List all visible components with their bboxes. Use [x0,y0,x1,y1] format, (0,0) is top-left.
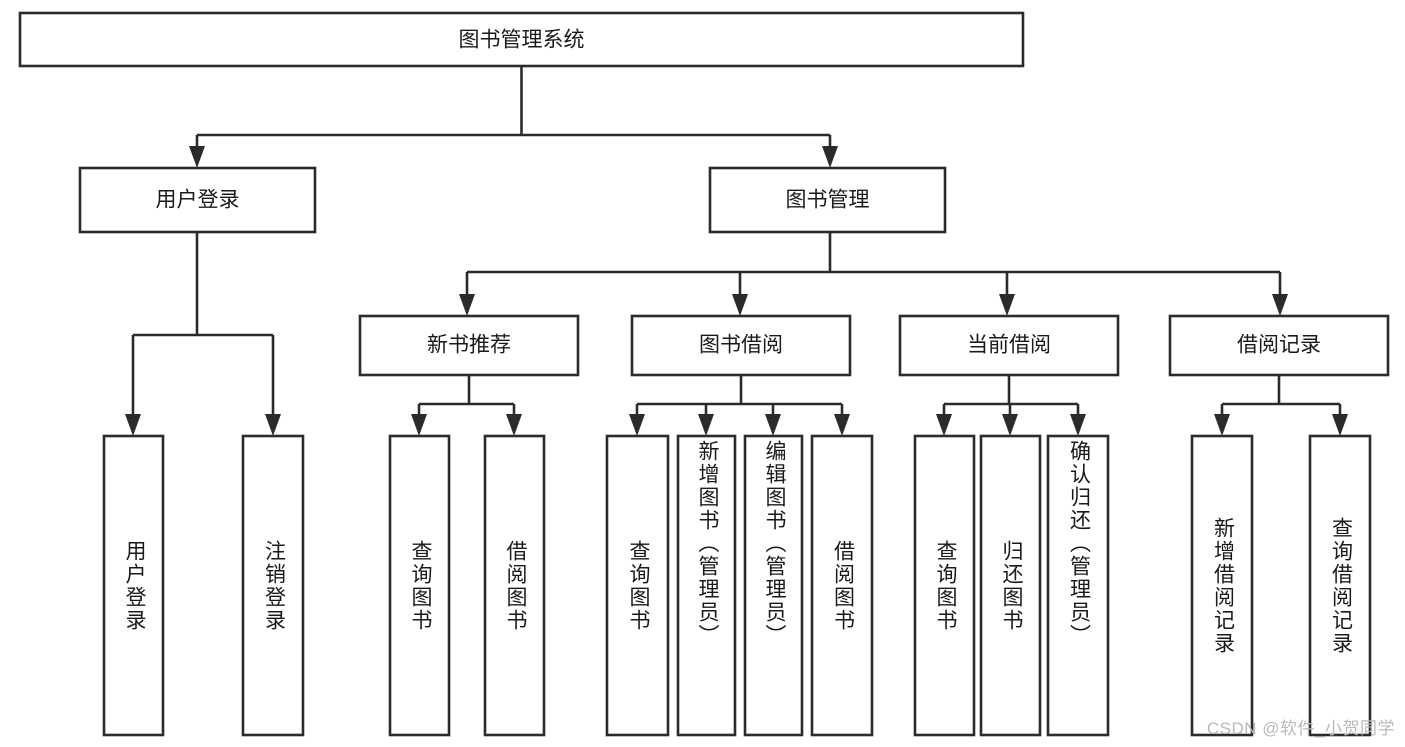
connector-currentborrow-to-leaves [936,375,1086,436]
node-borrow-record[interactable] [1168,314,1390,377]
connector-borrowrecord-to-leaves [1214,375,1348,436]
node-book-borrow[interactable] [630,314,852,377]
leaf-currentborrow-confirm-return[interactable] [1046,434,1110,737]
leaf-bookborrow-borrow-book[interactable] [810,434,874,737]
leaf-user-login-logout[interactable] [241,434,305,737]
leaf-borrowrecord-query-record[interactable] [1308,434,1372,737]
node-user-login[interactable] [78,166,317,234]
connector-userlogin-to-leaves [125,232,281,436]
leaf-bookborrow-query-book[interactable] [605,434,670,737]
node-current-borrow[interactable] [898,314,1120,377]
leaf-newbook-query-book[interactable] [388,434,451,737]
node-book-borrow-label: 图书借阅 [699,334,783,357]
node-new-book-recommend-label: 新书推荐 [427,334,511,357]
leaf-bookborrow-add-book[interactable] [676,434,737,737]
connector-bookmgmt-to-level3 [459,232,1288,316]
connector-bookborrow-to-leaves [629,375,850,436]
leaf-bookborrow-edit-book[interactable] [743,434,804,737]
leaf-currentborrow-return-book[interactable] [979,434,1042,737]
node-current-borrow-label: 当前借阅 [967,334,1051,357]
node-book-management[interactable] [708,166,947,234]
node-root-label: 图书管理系统 [459,29,585,52]
connector-root-to-level2 [189,66,838,168]
leaf-user-login-login[interactable] [102,434,165,737]
leaf-newbook-borrow-book[interactable] [483,434,546,737]
node-new-book-recommend[interactable] [358,314,580,377]
node-book-management-label: 图书管理 [786,189,870,212]
node-user-login-label: 用户登录 [156,189,240,212]
watermark-text: CSDN @软件_小贺同学 [1206,719,1395,738]
node-borrow-record-label: 借阅记录 [1237,334,1321,357]
leaf-currentborrow-query-book[interactable] [913,434,976,737]
leaf-borrowrecord-add-record[interactable] [1190,434,1254,737]
node-root-book-management-system[interactable] [18,11,1025,68]
connector-newbook-to-leaves [411,375,522,436]
